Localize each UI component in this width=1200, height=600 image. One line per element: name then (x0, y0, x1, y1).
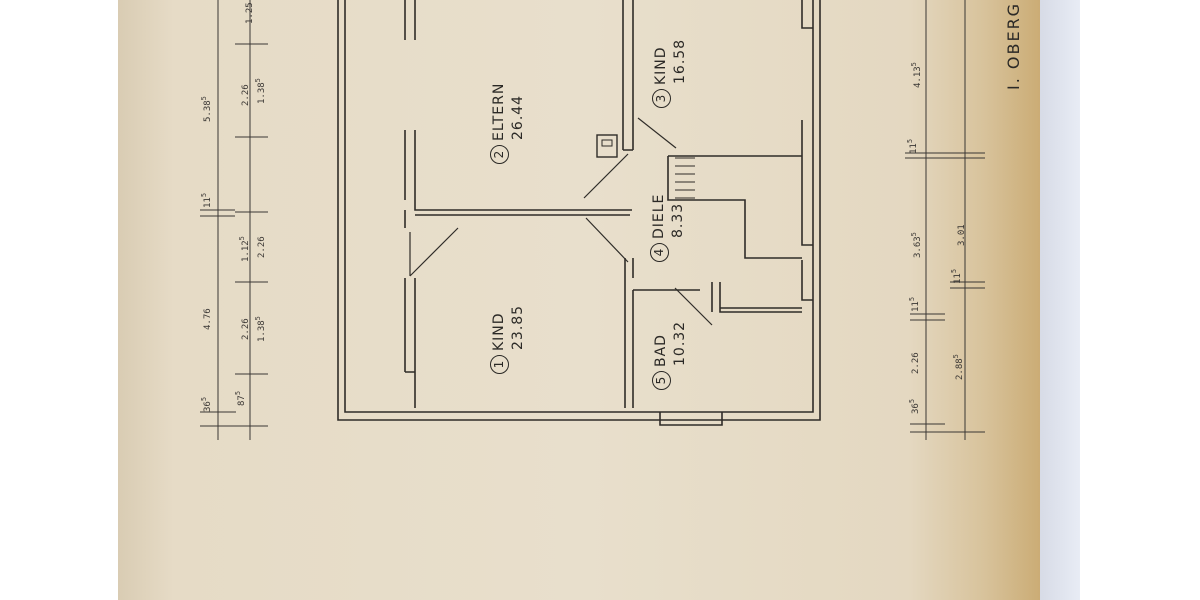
dim-label: 4.135 (910, 62, 923, 88)
wall-kind1-eltern (404, 0, 632, 228)
paper-sheet (118, 0, 1048, 600)
dim-label: 3.01 (957, 224, 967, 246)
dim-label: 2.26 (257, 236, 267, 258)
door-kind1 (409, 227, 459, 277)
room-number-2: 2 (490, 145, 509, 164)
room-name-2: ELTERN (491, 82, 507, 141)
door-diele (585, 217, 629, 263)
dim-label: 365 (908, 398, 921, 414)
dim-label: 1.385 (254, 316, 267, 342)
window-right-top (801, 0, 813, 246)
door-bad (674, 287, 713, 326)
room-label-5: 5 BAD 10.32 (652, 321, 689, 390)
dim-label: 2.26 (241, 318, 251, 340)
room-number-3: 3 (652, 89, 671, 108)
room-name-3: KIND (653, 46, 669, 85)
dim-label: 2.885 (952, 354, 965, 380)
dim-ticks-bottom (905, 152, 985, 433)
window-bad (659, 412, 723, 426)
room-area-1: 23.85 (510, 304, 526, 350)
room-number-1: 1 (490, 355, 509, 374)
room-label-4: 4 DIELE 8.33 (650, 194, 687, 262)
room-label-1: 1 KIND 23.85 (490, 305, 527, 374)
outer-wall-inner-line (344, 0, 814, 413)
dim-label: 365 (200, 396, 213, 412)
dim-label: 4.76 (203, 308, 213, 330)
outer-wall (337, 0, 821, 421)
wall-kind1-left (404, 278, 416, 408)
wall-bad-right (711, 282, 802, 313)
dim-ticks-top (200, 43, 268, 427)
stair-steps (675, 157, 695, 199)
dim-label: 1.385 (254, 78, 267, 104)
dim-label: 2.26 (241, 84, 251, 106)
door-kind3 (637, 117, 677, 149)
dim-label: 115 (906, 138, 919, 154)
dim-label: 5.385 (200, 96, 213, 122)
dim-label: 1.25 (245, 2, 255, 24)
dim-label: 3.635 (910, 232, 923, 258)
room-name-4: DIELE (651, 193, 667, 239)
room-area-5: 10.32 (672, 320, 688, 366)
room-label-3: 3 KIND 16.58 (652, 39, 689, 108)
dim-label: 1.125 (238, 236, 251, 262)
room-area-2: 26.44 (510, 94, 526, 140)
room-area-4: 8.33 (670, 202, 686, 238)
dim-label: 875 (234, 390, 247, 406)
background-edge (1040, 0, 1080, 600)
door-eltern (583, 153, 629, 199)
room-name-1: KIND (491, 312, 507, 351)
dim-label: 115 (200, 192, 213, 208)
room-name-5: BAD (653, 334, 669, 367)
dim-label: 115 (908, 296, 921, 312)
stair-outline (667, 155, 802, 259)
room-label-2: 2 ELTERN 26.44 (490, 83, 527, 164)
wall-eltern-kind3 (622, 0, 634, 151)
wall-diele-bad (624, 258, 700, 408)
window-right-mid (801, 260, 813, 301)
dim-label: 115 (950, 268, 963, 284)
room-number-5: 5 (652, 371, 671, 390)
dim-label: 2.26 (911, 352, 921, 374)
chimney (596, 134, 618, 158)
room-area-3: 16.58 (672, 38, 688, 84)
room-number-4: 4 (650, 243, 669, 262)
floor-title: I. OBERG (1004, 1, 1023, 90)
